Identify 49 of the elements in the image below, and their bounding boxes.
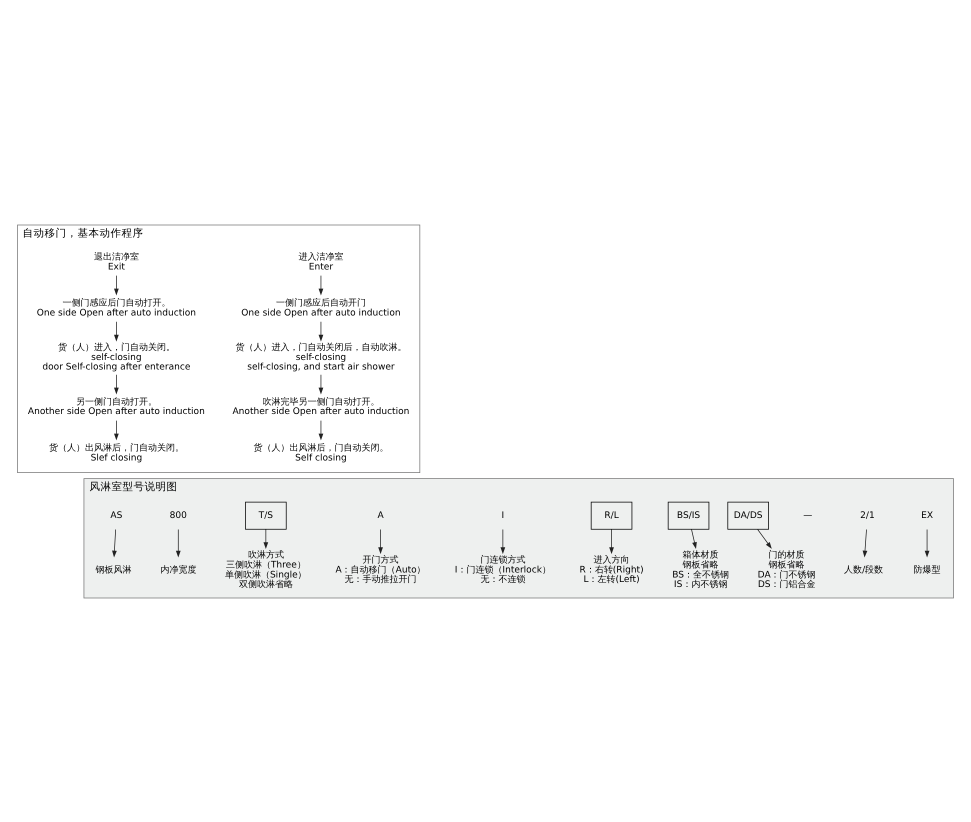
node-text: 货（人）进入，门自动关闭。 self-closing door Self-closing after enterance — [42, 342, 190, 372]
node-text: AS — [110, 510, 122, 521]
arrow — [924, 528, 930, 557]
node-text: 2/1 — [860, 510, 875, 521]
arrow — [318, 420, 324, 440]
node-text: 吹淋方式 三侧吹淋（Three） 单侧吹淋（Single） 双侧吹淋省略 — [224, 550, 307, 590]
arrow — [263, 528, 268, 549]
node-text: 进入洁净室 Enter — [298, 252, 344, 272]
arrow — [691, 528, 697, 549]
node-text: 门的材质 钢板省略 DA：门不锈钢 DS：门铝合金 — [758, 550, 816, 590]
node-box: DA/DS — [727, 501, 769, 530]
arrow — [114, 274, 119, 295]
node-text: 货（人）出风淋后，门自动关闭。 Self closing — [253, 442, 388, 463]
node-text: 防爆型 — [914, 564, 941, 575]
node-box: T/S — [245, 501, 287, 530]
node-text: EX — [921, 510, 934, 521]
node-box: R/L — [590, 501, 632, 530]
node-text: 吹淋完毕另一侧门自动打开。 Another side Open after auto induction — [232, 396, 410, 417]
arrow — [500, 528, 506, 554]
arrow — [112, 528, 117, 557]
node-text: 人数/段数 — [844, 564, 884, 575]
arrow — [318, 374, 324, 394]
arrow — [176, 528, 181, 557]
node-text: 箱体材质 钢板省略 BS：全不锈钢 IS：内不锈钢 — [672, 550, 730, 590]
node-text: 货（人）进入，门自动关闭后，自动吹淋。 self-closing self-closing, and start air shower — [235, 342, 406, 372]
arrow — [862, 528, 868, 557]
arrow — [114, 320, 119, 342]
arrow — [114, 420, 119, 440]
node-text: 进入方向 R：右转(Right) L：左转(Left) — [579, 555, 644, 585]
node-text: 一侧门感应后门自动打开。 One side Open after auto induction — [36, 298, 196, 318]
arrow — [378, 528, 383, 554]
node-text: 货（人）出风淋后，门自动关闭。 Slef closing — [48, 442, 184, 463]
label: — — [803, 510, 812, 521]
node-text: 另一侧门自动打开。 Another side Open after auto induction — [28, 396, 205, 417]
node-text: 退出洁净室 Exit — [94, 252, 139, 272]
node-text: 800 — [170, 510, 187, 521]
node-text: I — [502, 510, 504, 521]
node-text: 钢板风淋 — [95, 564, 132, 575]
arrow — [609, 528, 614, 554]
node-text: 门连锁方式 I：门连锁（Interlock） 无：不连锁 — [454, 555, 551, 585]
arrow — [318, 320, 324, 342]
arrow — [757, 528, 772, 548]
node-text: 内净宽度 — [160, 564, 196, 575]
node-text: A — [377, 510, 384, 521]
node-text: 一侧门感应后自动开门 One side Open after auto induction — [241, 298, 401, 318]
node-text: 开门方式 A：自动移门（Auto） 无：手动推拉开门 — [335, 555, 426, 585]
arrow — [114, 374, 119, 394]
arrow — [318, 274, 324, 295]
node-box: BS/IS — [668, 501, 710, 530]
